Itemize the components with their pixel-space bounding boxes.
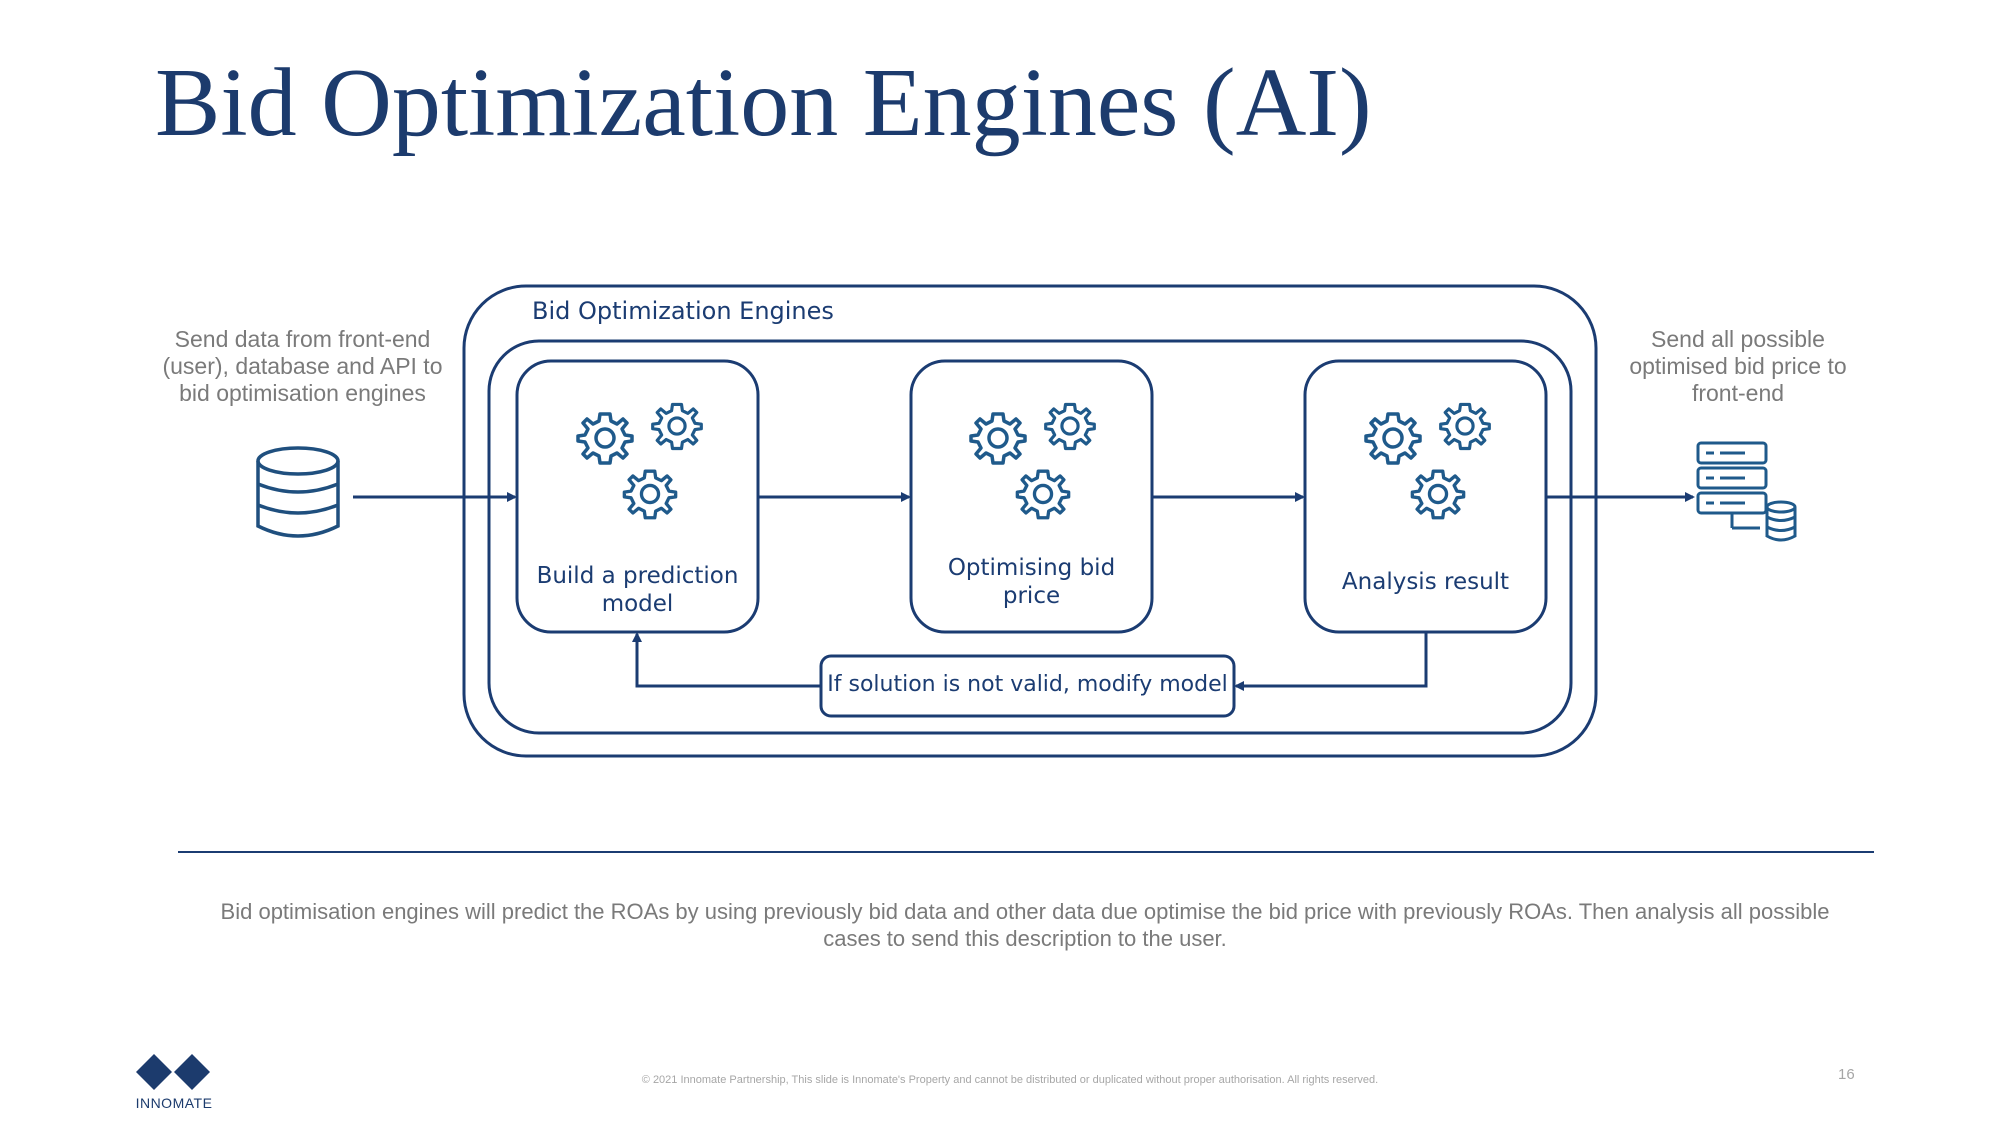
step-label-optimising: Optimising bid price	[947, 555, 1116, 609]
input-description: Send data from front-end (user), databas…	[162, 326, 443, 406]
arrow-feedback-to-step1	[632, 632, 821, 688]
page-title: Bid Optimization Engines (AI)	[155, 49, 1372, 157]
description-text: Bid optimisation engines will predict th…	[220, 899, 1830, 951]
brand-name: INNOMATE	[135, 1095, 213, 1111]
server-database-icon	[1696, 441, 1797, 542]
copyright-text: © 2021 Innomate Partnership, This slide …	[641, 1074, 1379, 1086]
database-icon	[256, 446, 340, 538]
engine-outer-frame	[462, 284, 1598, 758]
feedback-label: If solution is not valid, modify model	[827, 672, 1228, 697]
arrow-to-feedback	[1234, 632, 1428, 691]
engine-inner-frame	[487, 339, 1573, 735]
step-label-build-model: Build a prediction model	[536, 563, 739, 617]
page-number: 16	[1838, 1066, 1855, 1083]
innomate-logo	[136, 1054, 210, 1090]
step-label-analysis: Analysis result	[1341, 569, 1510, 595]
output-description: Send all possible optimised bid price to…	[1629, 326, 1847, 406]
engine-title: Bid Optimization Engines	[532, 297, 834, 325]
